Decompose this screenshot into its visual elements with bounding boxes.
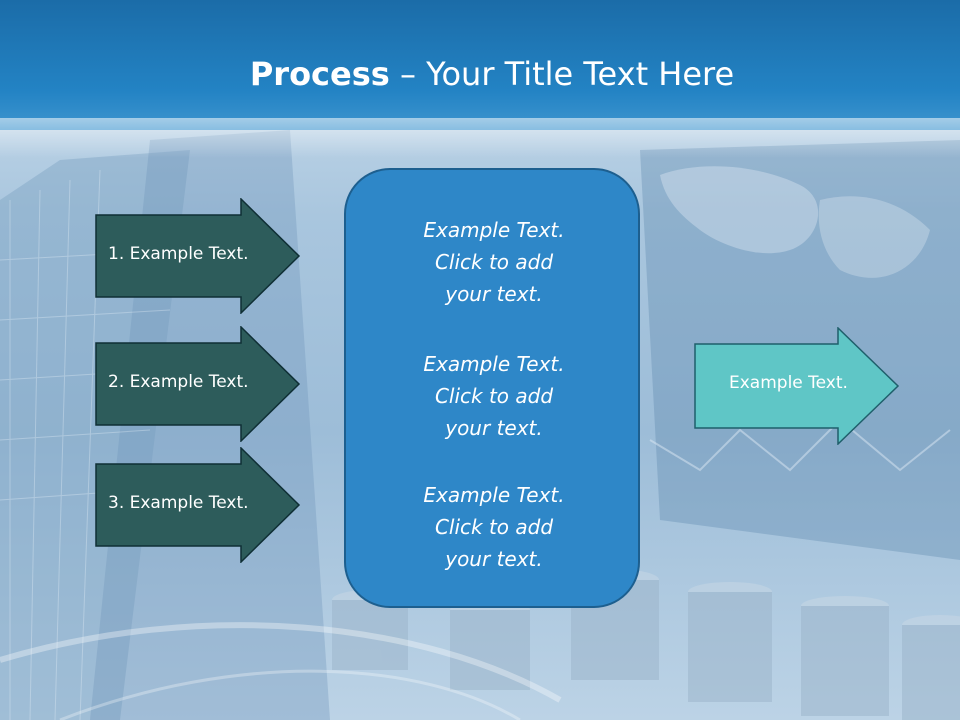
title-bold-part: Process [249, 55, 390, 93]
center-text-block-2: Example Text. Click to add your text. [346, 348, 642, 444]
center-text-box[interactable]: Example Text. Click to add your text. Ex… [344, 168, 640, 608]
left-arrow-3[interactable] [95, 447, 301, 563]
slide-title[interactable]: Process – Your Title Text Here [0, 52, 960, 96]
left-arrow-2-label: 2. Example Text. [108, 372, 249, 392]
title-bar [0, 0, 960, 130]
block-3-line-3: your text. [445, 547, 543, 571]
right-arrow-label: Example Text. [729, 373, 848, 393]
left-arrow-1[interactable] [95, 198, 301, 314]
left-arrow-3-label: 3. Example Text. [108, 493, 249, 513]
block-3-line-1: Example Text. [423, 483, 565, 507]
center-text-block-3: Example Text. Click to add your text. [346, 479, 642, 575]
block-1-line-1: Example Text. [423, 218, 565, 242]
title-bar-fade [0, 118, 960, 158]
block-1-line-3: your text. [445, 282, 543, 306]
block-2-line-3: your text. [445, 416, 543, 440]
left-arrow-1-label: 1. Example Text. [108, 244, 249, 264]
title-rest-part: – Your Title Text Here [389, 55, 735, 93]
left-arrow-2[interactable] [95, 326, 301, 442]
center-text-block-1: Example Text. Click to add your text. [346, 214, 642, 310]
block-2-line-2: Click to add [434, 384, 554, 408]
right-arrow[interactable] [694, 327, 900, 445]
block-2-line-1: Example Text. [423, 352, 565, 376]
block-1-line-2: Click to add [434, 250, 554, 274]
block-3-line-2: Click to add [434, 515, 554, 539]
